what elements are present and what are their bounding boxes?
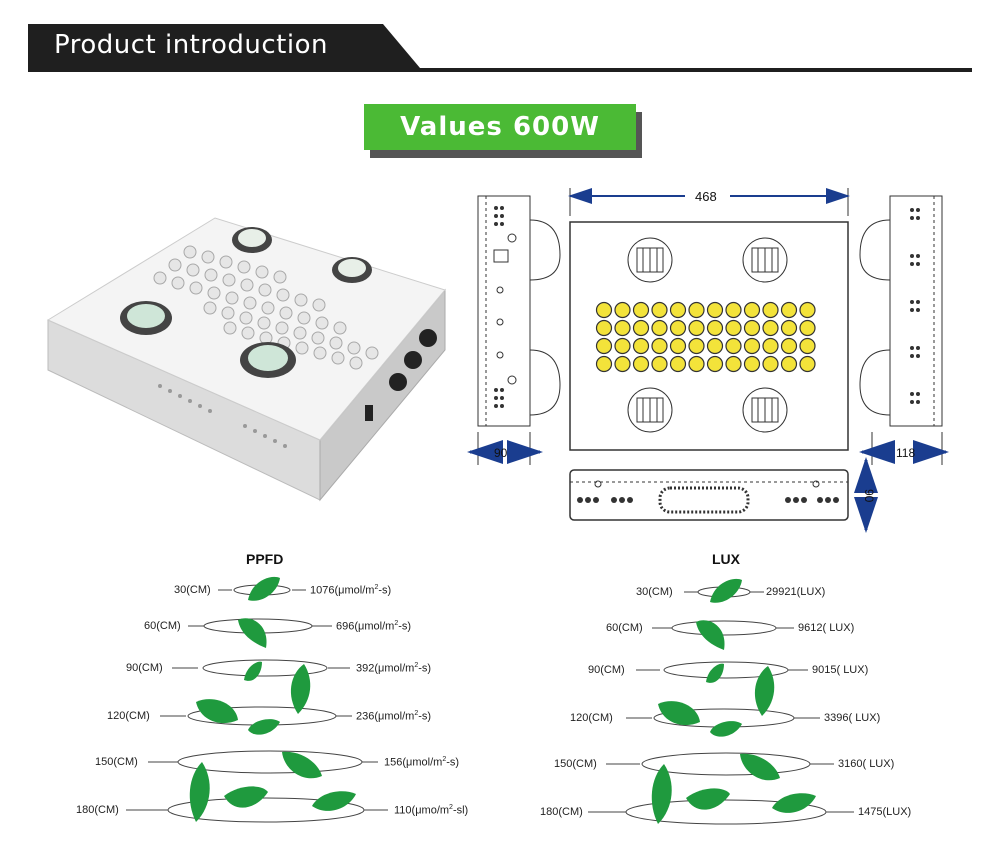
- led-dot: [595, 355, 613, 373]
- top-view: [568, 188, 850, 451]
- ppfd-height-5: 150(CM): [95, 756, 138, 768]
- led-dot: [762, 319, 779, 337]
- led-dot: [780, 319, 798, 337]
- dim-bottom: 90: [862, 489, 876, 503]
- led-dot: [651, 355, 668, 373]
- lux-value-3: 9015( LUX): [812, 664, 869, 676]
- header-divider: [28, 68, 972, 72]
- lux-value-4: 3396( LUX): [824, 712, 881, 724]
- led-dot: [632, 355, 650, 373]
- section-header: Product introduction: [28, 24, 972, 74]
- led-dot: [780, 337, 798, 355]
- led-dot: [595, 319, 613, 337]
- left-side-view: [467, 195, 561, 465]
- led-dot: [688, 337, 705, 355]
- led-dot: [762, 301, 779, 319]
- led-dot: [706, 319, 724, 337]
- led-dot: [669, 319, 687, 337]
- led-dot: [651, 301, 668, 319]
- right-side-view: [859, 195, 949, 465]
- led-dot: [651, 337, 668, 355]
- led-dot: [614, 319, 631, 337]
- led-dot: [725, 355, 742, 373]
- dim-left-side: 90: [494, 446, 508, 460]
- led-dot: [669, 301, 687, 319]
- led-dot: [706, 355, 724, 373]
- led-dot: [799, 301, 816, 319]
- led-dot: [725, 337, 742, 355]
- ppfd-height-3: 90(CM): [126, 662, 163, 674]
- ppfd-height-4: 120(CM): [107, 710, 150, 722]
- ppfd-value-2: 696(μmol/m2-s): [336, 620, 412, 633]
- led-dot: [762, 355, 779, 373]
- led-dot: [688, 319, 705, 337]
- led-dot: [595, 301, 613, 319]
- led-dot: [762, 337, 779, 355]
- led-dot: [799, 355, 816, 373]
- lux-value-5: 3160( LUX): [838, 758, 895, 770]
- led-dot: [632, 337, 650, 355]
- ppfd-diagram: [126, 576, 388, 823]
- led-dot: [799, 337, 816, 355]
- led-dot: [651, 319, 668, 337]
- lux-height-3: 90(CM): [588, 664, 625, 676]
- led-dot: [706, 337, 724, 355]
- led-dot: [614, 355, 631, 373]
- led-dot: [614, 337, 631, 355]
- lux-value-2: 9612( LUX): [798, 622, 855, 634]
- led-dot: [706, 301, 724, 319]
- leaf-icons: [189, 576, 356, 822]
- led-dot: [614, 301, 631, 319]
- page-title: Product introduction: [54, 30, 328, 60]
- lux-height-2: 60(CM): [606, 622, 643, 634]
- led-dot: [595, 337, 613, 355]
- ppfd-title: PPFD: [246, 551, 284, 567]
- lux-height-1: 30(CM): [636, 586, 673, 598]
- ppfd-value-1: 1076(μmol/m2-s): [310, 584, 392, 597]
- led-dot: [669, 337, 687, 355]
- led-dot: [632, 319, 650, 337]
- wattage-badge: Values 600W: [364, 104, 636, 150]
- led-dot: [725, 319, 742, 337]
- header-tab: [28, 24, 420, 68]
- ppfd-height-1: 30(CM): [174, 584, 211, 596]
- led-dot: [725, 301, 742, 319]
- led-dot: [780, 355, 798, 373]
- dim-width: 468: [695, 189, 717, 204]
- lux-height-6: 180(CM): [540, 806, 583, 818]
- dimension-drawings: 90 468: [467, 188, 949, 533]
- led-dot: [688, 301, 705, 319]
- ppfd-value-3: 392(μmol/m2-s): [356, 662, 432, 675]
- led-dot: [743, 337, 761, 355]
- led-dot: [743, 301, 761, 319]
- lux-diagram: [588, 578, 854, 825]
- lux-title: LUX: [712, 551, 740, 567]
- ppfd-value-6: 110(μmo/m2-sl): [394, 804, 469, 817]
- led-dot: [743, 355, 761, 373]
- leaf-icons: [651, 578, 816, 824]
- lux-height-4: 120(CM): [570, 712, 613, 724]
- ppfd-height-6: 180(CM): [76, 804, 119, 816]
- lux-height-5: 150(CM): [554, 758, 597, 770]
- dim-right-side: 118: [896, 446, 915, 460]
- led-dot: [743, 319, 761, 337]
- led-dot: [688, 355, 705, 373]
- bottom-view: [569, 457, 878, 533]
- led-dot: [799, 319, 816, 337]
- ppfd-height-2: 60(CM): [144, 620, 181, 632]
- ppfd-value-5: 156(μmol/m2-s): [384, 756, 460, 769]
- led-dot: [632, 301, 650, 319]
- ppfd-value-4: 236(μmol/m2-s): [356, 710, 432, 723]
- led-dot: [669, 355, 687, 373]
- led-dot: [780, 301, 798, 319]
- lux-value-6: 1475(LUX): [858, 806, 912, 818]
- wattage-badge-label: Values 600W: [400, 112, 600, 142]
- lux-value-1: 29921(LUX): [766, 586, 826, 598]
- product-photo: [46, 217, 446, 502]
